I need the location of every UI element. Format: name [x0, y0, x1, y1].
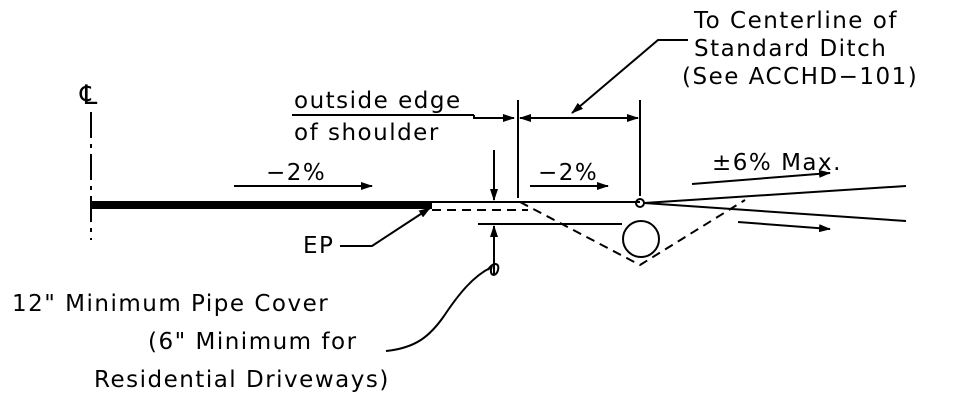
foreslope-lower-line: [643, 202, 907, 222]
shoulder-edge-label-line1: outside edge: [294, 88, 462, 114]
cover-note-line3: Residential Driveways): [94, 367, 390, 393]
cover-note-line2: (6" Minimum for: [148, 329, 358, 355]
ditch-note-line1: To Centerline of: [693, 8, 898, 34]
centerline-symbol: ℄: [79, 80, 99, 111]
pipe-circle: [622, 220, 660, 258]
foreslope-label: ±6% Max.: [712, 150, 842, 176]
cover-note-line1: 12" Minimum Pipe Cover: [12, 291, 329, 317]
ditch-note-leader: [571, 39, 688, 114]
ditch-note-line2: Standard Ditch: [694, 36, 887, 62]
foreslope-upper-line: [643, 185, 907, 204]
foreslope-arrow-lower: [737, 221, 831, 233]
shoulder-edge-label-line2: of shoulder: [294, 120, 440, 146]
edge-of-pavement-leader: [340, 207, 431, 247]
pavement-slope-label: −2%: [266, 160, 326, 186]
shoulder-edge-leader: [473, 114, 515, 122]
cover-note-leader: [385, 267, 491, 352]
shoulder-slope-label: −2%: [538, 160, 598, 186]
cover-break-symbol: [487, 263, 500, 276]
ditch-note-line3: (See ACCHD−101): [682, 64, 918, 90]
edge-of-pavement-label: EP: [303, 233, 334, 259]
foreslope-arrow-upper: [691, 169, 831, 185]
